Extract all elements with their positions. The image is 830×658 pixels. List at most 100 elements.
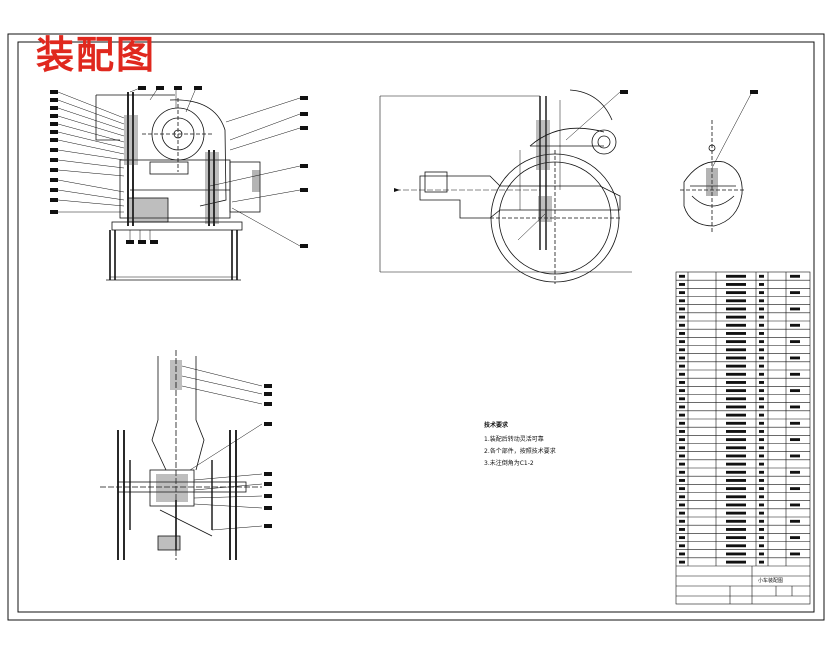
parts-list-name-mark (726, 552, 746, 556)
front-view-balloons (50, 86, 308, 248)
parts-list-name-mark (726, 446, 746, 450)
parts-list-name-mark (726, 528, 746, 531)
parts-list-number-mark (679, 348, 685, 352)
parts-list-number-mark (679, 397, 685, 401)
parts-list-qty-mark (759, 552, 764, 556)
technical-note-2: 2.各个部件，按照技术要求 (484, 448, 556, 455)
parts-list-material-mark (790, 503, 800, 507)
parts-list-name-mark (726, 413, 746, 417)
parts-list-number-mark (679, 430, 685, 433)
parts-list-name-mark (726, 487, 746, 491)
parts-list-name-mark (726, 479, 746, 482)
technical-note-1: 1.装配后转动灵活可靠 (484, 436, 544, 443)
parts-list-qty-mark (759, 348, 764, 352)
parts-list-material-mark (790, 438, 800, 442)
parts-list-material-mark (790, 389, 800, 393)
parts-list-number-mark (679, 560, 685, 564)
parts-list-qty-mark (759, 397, 764, 401)
parts-list-number-mark (679, 536, 685, 540)
parts-list-name-mark (726, 340, 746, 344)
parts-list-qty-mark (759, 315, 764, 319)
parts-list-material-mark (790, 470, 800, 474)
parts-list-qty-mark (759, 479, 764, 482)
parts-list-qty-mark (759, 323, 764, 327)
parts-list-qty-mark (759, 446, 764, 450)
parts-list-material-mark (790, 487, 800, 491)
parts-list-number-mark (679, 283, 685, 286)
parts-list-material-mark (790, 274, 800, 278)
parts-list-number-mark (679, 323, 685, 327)
parts-list-qty-mark (759, 438, 764, 442)
parts-list-number-mark (679, 511, 685, 515)
parts-list-number-mark (679, 291, 685, 295)
parts-list-name-mark (726, 470, 746, 474)
side-view-markers (394, 90, 628, 192)
parts-list-qty-mark (759, 413, 764, 417)
parts-list-qty-mark (759, 487, 764, 491)
parts-list-material-mark (790, 372, 800, 376)
parts-list-qty-mark (759, 356, 764, 360)
parts-list-name-mark (726, 560, 746, 564)
parts-list-name-mark (726, 421, 746, 425)
parts-list-number-mark (679, 454, 685, 458)
parts-list-number-mark (679, 299, 685, 303)
parts-list-number-mark (679, 528, 685, 531)
parts-list (675, 271, 811, 605)
parts-list-number-mark (679, 356, 685, 360)
parts-list-name-mark (726, 372, 746, 376)
parts-list-qty-mark (759, 421, 764, 425)
parts-list-number-mark (679, 495, 685, 499)
parts-list-qty-mark (759, 470, 764, 474)
parts-list-qty-mark (759, 381, 764, 384)
parts-list-number-mark (679, 479, 685, 482)
parts-list-number-mark (679, 421, 685, 425)
parts-list-qty-mark (759, 389, 764, 393)
parts-list-name-mark (726, 503, 746, 507)
parts-list-name-mark (726, 536, 746, 540)
parts-list-name-mark (726, 291, 746, 295)
parts-list-name-mark (726, 389, 746, 393)
parts-list-number-mark (679, 544, 685, 548)
section-view (680, 91, 753, 232)
parts-list-name-mark (726, 299, 746, 303)
side-view (379, 89, 632, 284)
parts-list-name-mark (726, 495, 746, 499)
parts-list-qty-mark (759, 332, 764, 335)
parts-list-number-mark (679, 413, 685, 417)
parts-list-name-mark (726, 381, 746, 384)
parts-list-material-mark (790, 405, 800, 409)
parts-list-qty-mark (759, 536, 764, 540)
parts-list-name-mark (726, 348, 746, 352)
parts-list-material-mark (790, 356, 800, 360)
parts-list-name-mark (726, 315, 746, 319)
parts-list-qty-mark (759, 364, 764, 368)
top-view (100, 350, 263, 560)
parts-list-qty-mark (759, 495, 764, 499)
parts-list-name-mark (726, 397, 746, 401)
technical-notes: 技术要求 1.装配后转动灵活可靠 2.各个部件，按照技术要求 3.未注倒角为C1… (484, 420, 556, 470)
parts-list-name-mark (726, 511, 746, 515)
outer-frame (7, 33, 825, 621)
parts-list-number-mark (679, 274, 685, 278)
parts-list-name-mark (726, 544, 746, 548)
parts-list-qty-mark (759, 291, 764, 295)
parts-list-number-mark (679, 519, 685, 523)
parts-list-name-mark (726, 332, 746, 335)
parts-list-number-mark (679, 315, 685, 319)
parts-list-name-mark (726, 405, 746, 409)
parts-list-material-mark (790, 552, 800, 556)
parts-list-material-mark (790, 519, 800, 523)
parts-list-frame (675, 271, 811, 605)
parts-list-material-mark (790, 291, 800, 295)
section-view-marker (750, 90, 758, 94)
parts-list-number-mark (679, 364, 685, 368)
parts-list-qty-mark (759, 372, 764, 376)
title-block-name: 小车装配图 (758, 578, 784, 584)
parts-list-number-mark (679, 462, 685, 466)
parts-list-number-mark (679, 503, 685, 507)
technical-notes-heading: 技术要求 (484, 422, 509, 429)
parts-list-number-mark (679, 372, 685, 376)
parts-list-qty-mark (759, 274, 764, 278)
